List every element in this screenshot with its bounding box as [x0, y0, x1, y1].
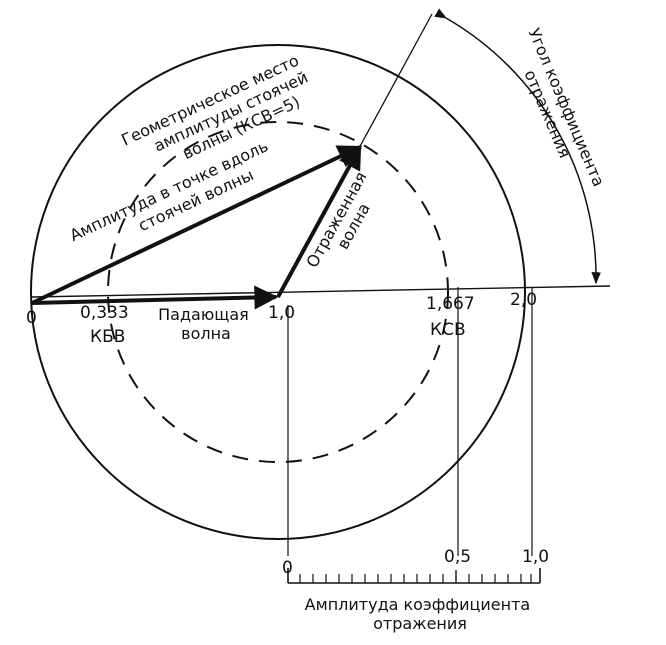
amplitude-vector [31, 145, 363, 305]
label-ksv-value: 1,667 [426, 294, 475, 314]
reflection-angle-label: Угол коэффициента отражения [506, 25, 610, 201]
label-zero: 0 [26, 308, 37, 328]
incident-wave-label: Падающая волна [158, 305, 254, 343]
label-nbv-value: 0,333 [80, 303, 129, 323]
scale-title: Амплитуда коэффициента отражения [305, 595, 536, 633]
locus-dashed-circle [107, 121, 449, 463]
baseline [31, 285, 611, 298]
reflected-wave-vector [276, 144, 362, 298]
label-ksv-name: КСВ [430, 320, 466, 340]
scale-label-one: 1,0 [522, 547, 549, 567]
label-one: 1,0 [268, 303, 295, 323]
scale-label-zero: 0 [282, 558, 293, 578]
reflection-angle-arc [434, 8, 601, 285]
reflected-wave-label: Отраженная волна [302, 164, 388, 280]
label-two: 2,0 [510, 290, 537, 310]
label-nbv-name: КБВ [90, 327, 125, 347]
scale-label-half: 0,5 [444, 547, 471, 567]
reflection-amplitude-scale [287, 568, 541, 584]
incident-wave-vector [31, 285, 279, 310]
outer-circle [30, 44, 526, 540]
